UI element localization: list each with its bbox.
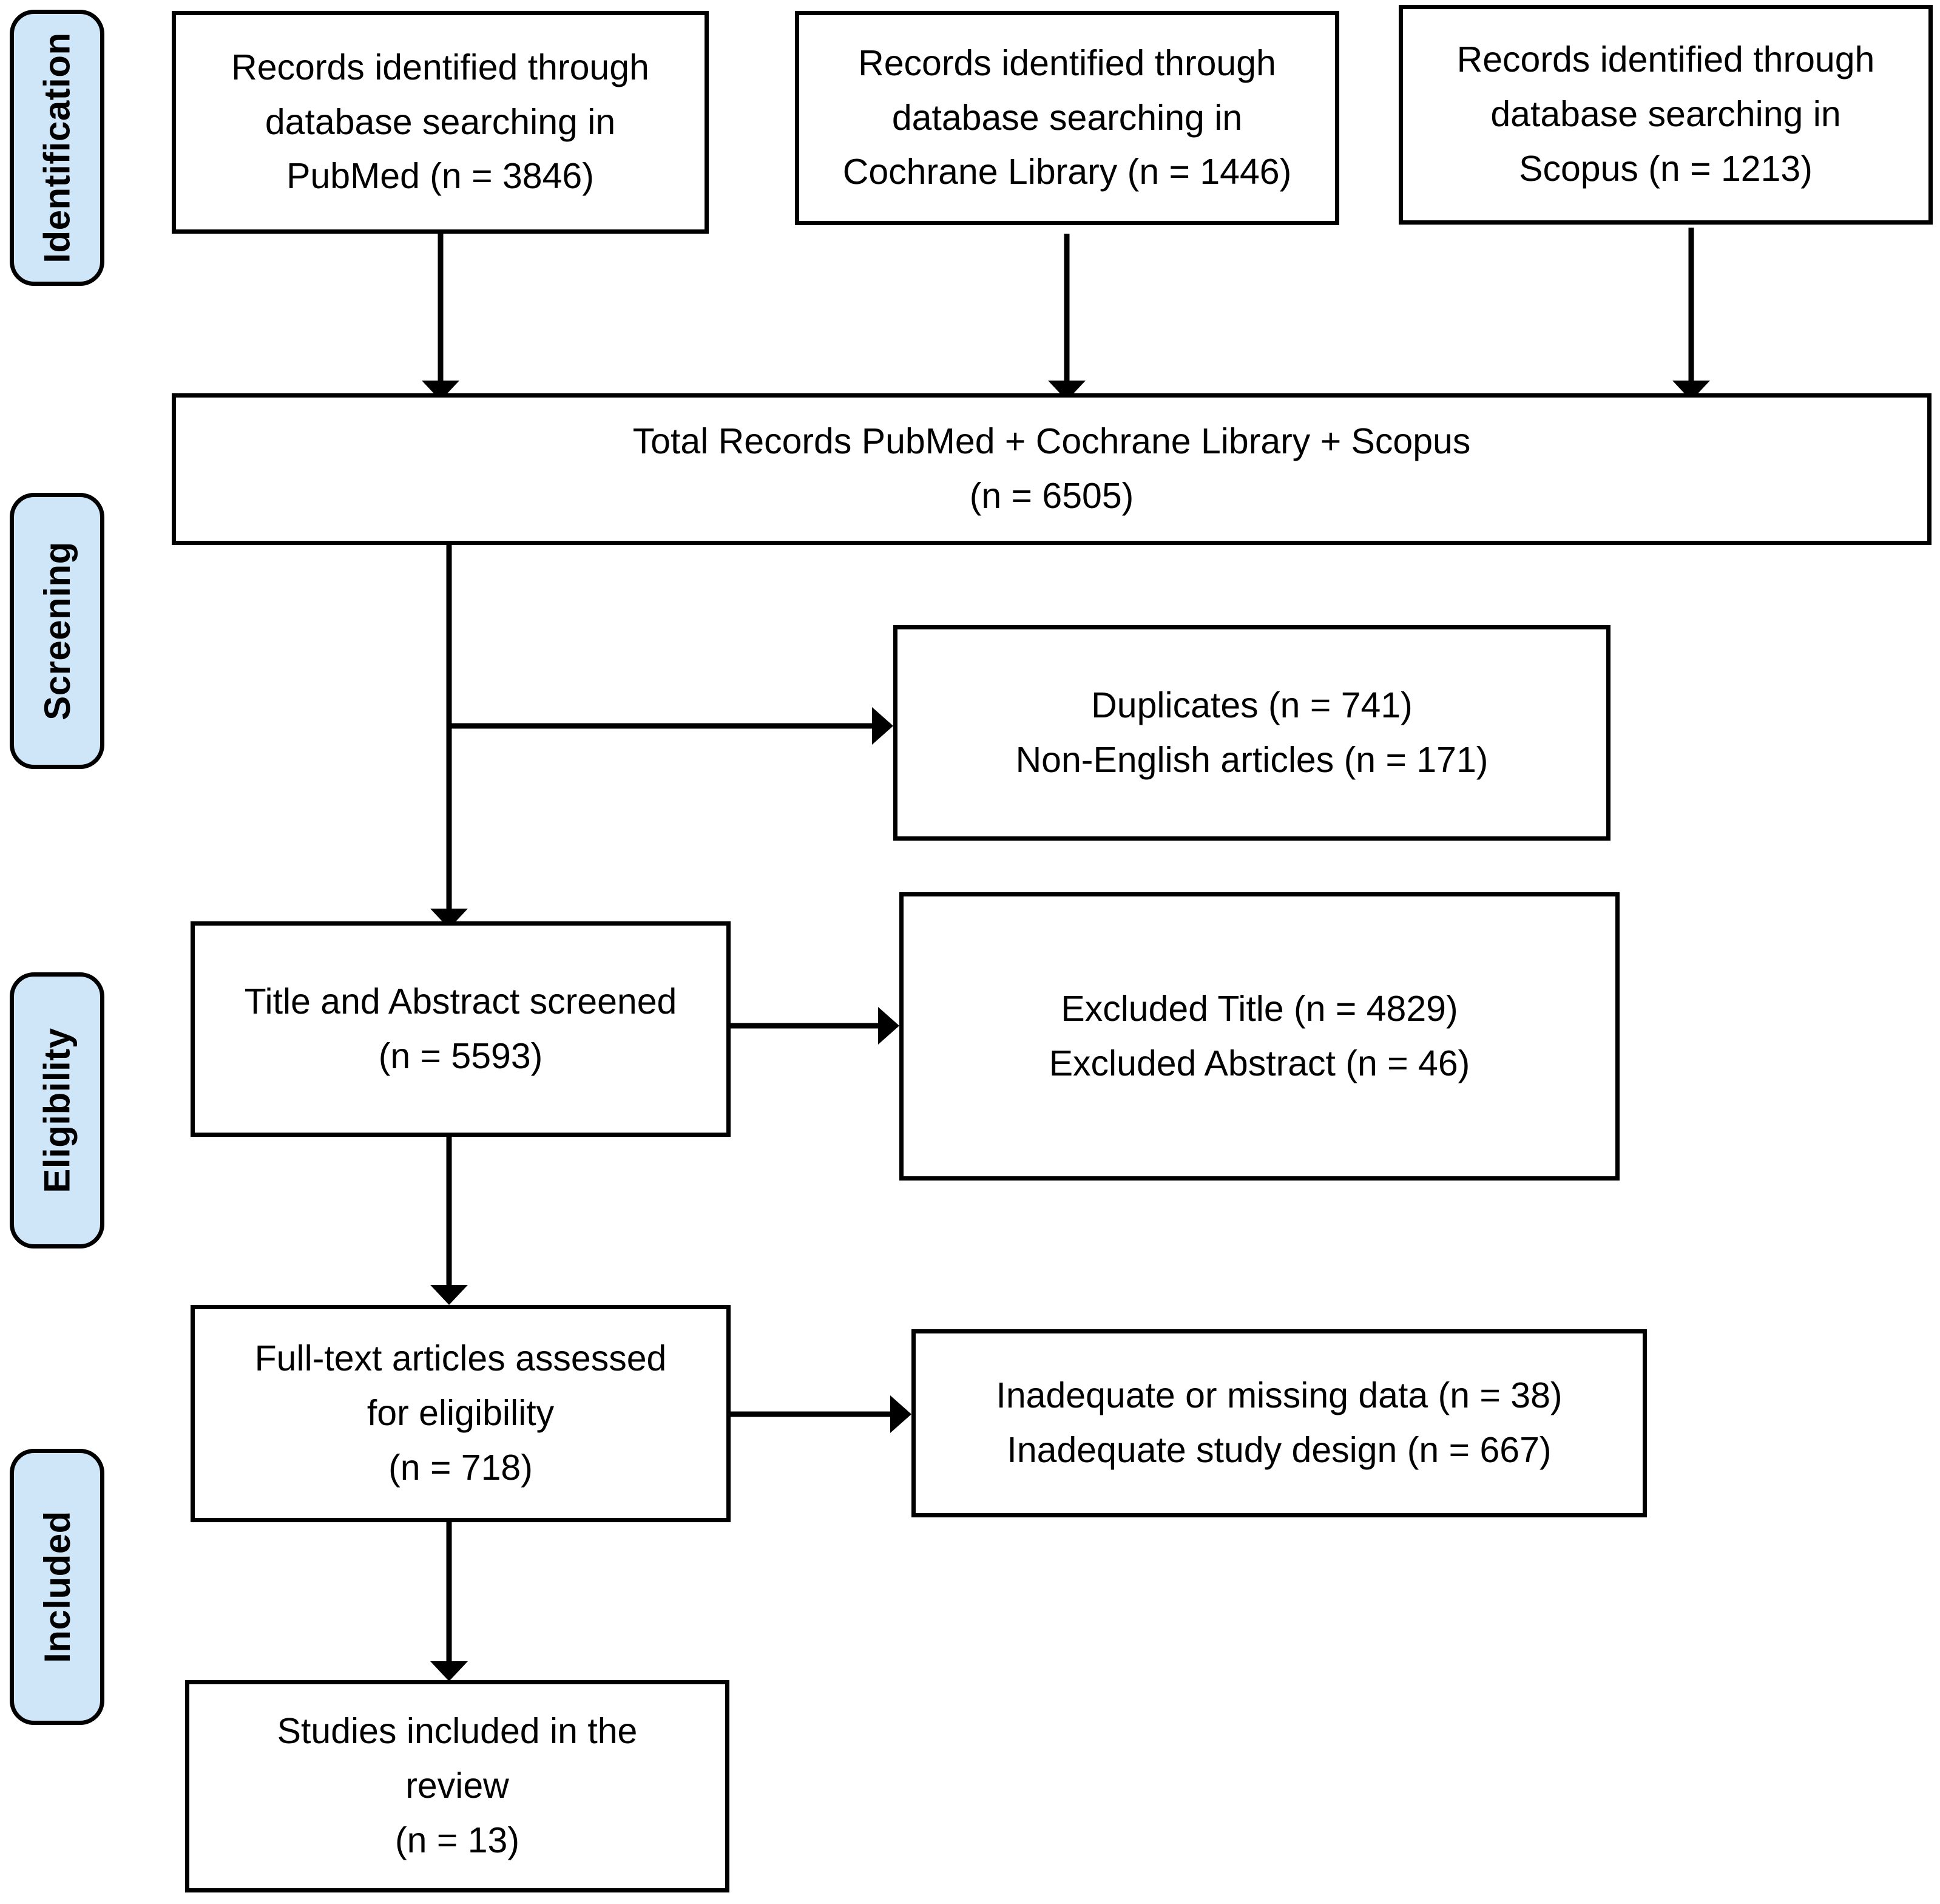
box-removed-duplicates-nonenglish: Duplicates (n = 741) Non-English article… (893, 625, 1610, 841)
box-line: database searching in (265, 101, 616, 142)
box-line: Title and Abstract screened (244, 981, 677, 1021)
box-line: Studies included in the (277, 1711, 638, 1752)
box-line: Inadequate study design (n = 667) (1007, 1430, 1552, 1470)
box-line: (n = 6505) (969, 476, 1134, 516)
stage-label-included: Included (36, 1511, 78, 1663)
box-line: Total Records PubMed + Cochrane Library … (632, 421, 1471, 462)
stage-pill-included: Included (10, 1449, 104, 1725)
box-studies-included: Studies included in the review (n = 13) (185, 1680, 729, 1892)
box-line: Inadequate or missing data (n = 38) (996, 1375, 1563, 1416)
arrow-screened-to-removed (449, 707, 893, 745)
box-line: (n = 5593) (378, 1035, 543, 1076)
box-line: Duplicates (n = 741) (1091, 685, 1413, 725)
arrow-screened-to-excluded (731, 1007, 899, 1045)
box-line: (n = 718) (388, 1447, 533, 1488)
box-records-cochrane: Records identified through database sear… (795, 11, 1339, 225)
box-title-abstract-screened: Title and Abstract screened (n = 5593) (191, 921, 731, 1137)
arrow-screened-to-fulltext (430, 1137, 468, 1305)
stage-label-screening: Screening (36, 541, 78, 720)
box-line: Scopus (n = 1213) (1519, 148, 1813, 189)
box-line: Cochrane Library (n = 1446) (842, 152, 1292, 192)
box-line: review (405, 1766, 509, 1806)
stage-label-identification: Identification (36, 32, 78, 263)
box-excluded-fulltext: Inadequate or missing data (n = 38) Inad… (911, 1329, 1647, 1517)
stage-label-eligibility: Eligibility (36, 1028, 78, 1193)
box-line: database searching in (891, 97, 1243, 138)
arrow-pubmed-to-total (422, 234, 459, 401)
box-line: Records identified through (1456, 39, 1875, 80)
box-line: (n = 13) (395, 1820, 519, 1860)
box-excluded-title-abstract: Excluded Title (n = 4829) Excluded Abstr… (899, 892, 1620, 1181)
box-total-records: Total Records PubMed + Cochrane Library … (172, 393, 1932, 545)
arrow-cochrane-to-total (1048, 234, 1086, 401)
stage-pill-eligibility: Eligibility (10, 972, 104, 1248)
box-line: Non-English articles (n = 171) (1015, 739, 1489, 780)
box-line: for eligibility (367, 1393, 555, 1434)
box-line: Excluded Abstract (n = 46) (1049, 1043, 1470, 1083)
box-line: Excluded Title (n = 4829) (1061, 988, 1458, 1029)
arrow-fulltext-to-excluded-fulltext (731, 1395, 911, 1433)
box-records-scopus: Records identified through database sear… (1399, 5, 1933, 225)
arrow-total-to-screened (430, 545, 468, 929)
box-line: Full-text articles assessed (254, 1338, 667, 1379)
box-line: Records identified through (231, 47, 649, 87)
box-records-pubmed: Records identified through database sear… (172, 11, 709, 234)
stage-pill-screening: Screening (10, 493, 104, 769)
arrow-scopus-to-total (1672, 228, 1710, 401)
box-line: database searching in (1490, 94, 1841, 135)
arrow-fulltext-to-included (430, 1522, 468, 1681)
box-line: Records identified through (858, 42, 1276, 83)
stage-pill-identification: Identification (10, 10, 104, 286)
box-line: PubMed (n = 3846) (286, 156, 594, 197)
box-fulltext-assessed: Full-text articles assessed for eligibil… (191, 1305, 731, 1522)
